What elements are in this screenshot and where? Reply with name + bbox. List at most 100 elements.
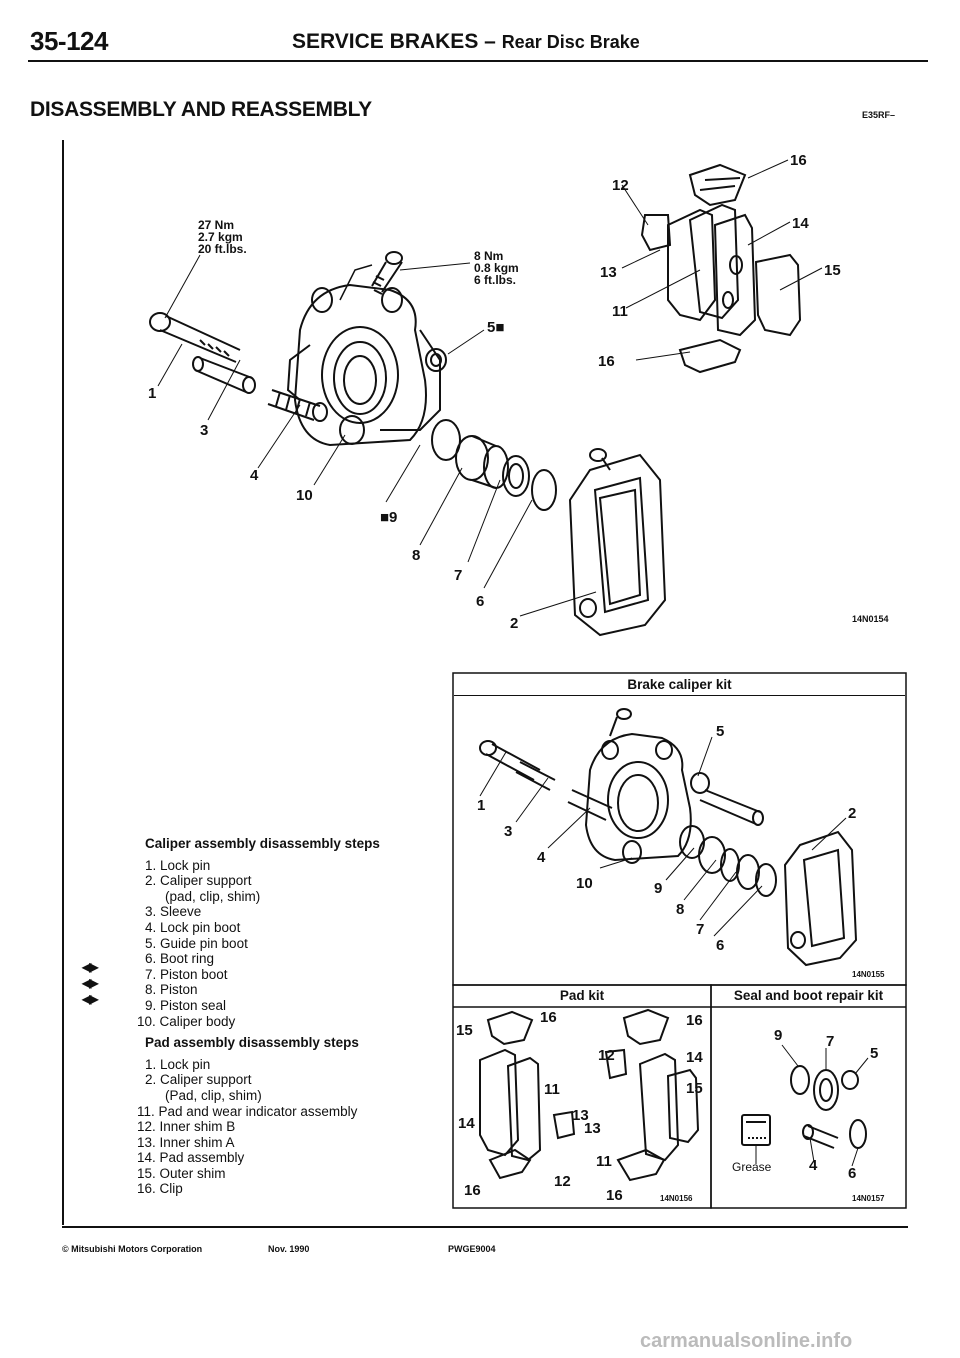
header-rule (28, 60, 928, 62)
figure-id-seal-kit: 14N0157 (852, 1194, 885, 1203)
pad-label-13a: 13 (572, 1107, 589, 1124)
piston-drawing (455, 435, 509, 489)
service-arrow-icon: ◀▶ (82, 960, 99, 974)
section-code: E35RF– (862, 110, 896, 120)
pad-step: 2. Caliper support (145, 1072, 252, 1088)
page-title-main: SERVICE BRAKES – (292, 30, 496, 53)
main-leader-lines (157, 159, 823, 617)
kit-caliper-drawing (584, 708, 692, 864)
label-11: 11 (612, 303, 628, 320)
pad-label-11b: 11 (596, 1153, 612, 1170)
caliper-step: (pad, clip, shim) (165, 888, 261, 904)
pad-label-12b: 12 (554, 1173, 571, 1190)
seal-label-5: 5 (870, 1045, 878, 1062)
page-number: 35-124 (30, 26, 108, 56)
page-title: SERVICE BRAKES – Rear Disc Brake (292, 30, 640, 54)
left-rule (62, 140, 64, 1225)
caliper-steps-heading: Caliper assembly disassembly steps (145, 836, 380, 851)
footer-date: Nov. 1990 (268, 1244, 310, 1254)
seal-label-7: 7 (826, 1033, 834, 1050)
figure-id-caliper-kit: 14N0155 (852, 970, 885, 979)
caliper-step: 3. Sleeve (145, 904, 202, 920)
label-10: 10 (296, 487, 313, 504)
caliper-step: 5. Guide pin boot (145, 935, 248, 951)
kit-label-5: 5 (716, 723, 724, 740)
pad-label-16b: 16 (686, 1012, 703, 1029)
pad-label-14b: 14 (458, 1115, 475, 1132)
label-13: 13 (600, 264, 617, 281)
torque-spec-bleeder: 8 Nm 0.8 kgm 6 ft.lbs. (474, 249, 519, 287)
pad-step: 16. Clip (137, 1181, 183, 1197)
kit-support-drawing (783, 830, 858, 967)
label-12: 12 (612, 177, 629, 194)
pad-step: 14. Pad assembly (137, 1150, 245, 1166)
label-3: 3 (200, 422, 208, 439)
kit-label-8: 8 (676, 901, 684, 918)
caliper-body-drawing (286, 283, 441, 447)
disassembly-steps: Caliper assembly disassembly steps 1. Lo… (137, 836, 445, 1203)
page-title-sub: Rear Disc Brake (501, 32, 640, 52)
pad-label-16c: 16 (464, 1182, 481, 1199)
label-16-bottom: 16 (598, 353, 615, 370)
figure-id-main: 14N0154 (852, 614, 889, 624)
pad-step: 15. Outer shim (137, 1165, 226, 1181)
watermark: carmanualsonline.info (640, 1330, 853, 1352)
caliper-step: 2. Caliper support (145, 873, 252, 889)
piston-seal-drawing (431, 419, 461, 461)
caliper-step: 8. Piston (145, 982, 198, 998)
pad-label-11a: 11 (544, 1081, 560, 1098)
footer-code: PWGE9004 (448, 1244, 496, 1254)
pad-kit-title: Pad kit (559, 988, 605, 1003)
label-16-top: 16 (790, 152, 807, 169)
seal-kit-title: Seal and boot repair kit (733, 988, 884, 1003)
label-5: 5■ (487, 319, 504, 336)
figure-id-pad-kit: 14N0156 (660, 1194, 693, 1203)
bleeder-screw-drawing (371, 251, 403, 295)
caliper-step: 10. Caliper body (137, 1013, 236, 1029)
seal-label-9: 9 (774, 1027, 782, 1044)
service-arrow-icon: ◀▶ (82, 992, 99, 1006)
brake-caliper-kit-title: Brake caliper kit (454, 674, 905, 696)
label-7: 7 (454, 567, 462, 584)
sleeve-drawing (192, 356, 256, 394)
footer-rule (62, 1226, 908, 1228)
grease-label: Grease (732, 1160, 772, 1174)
pad-label-15a: 15 (456, 1022, 473, 1039)
torque-spec-lock-pin: 27 Nm 2.7 kgm 20 ft.lbs. (198, 218, 247, 256)
caliper-support-drawing (568, 448, 667, 637)
guide-pin-boot-drawing (425, 348, 447, 372)
kit-label-6: 6 (716, 937, 724, 954)
padkit-drawing (479, 1008, 700, 1182)
footer-copyright: © Mitsubishi Motors Corporation (62, 1244, 203, 1254)
label-6: 6 (476, 593, 484, 610)
caliper-step: 4. Lock pin boot (145, 919, 241, 935)
kit-leader-lines (479, 736, 847, 937)
brake-caliper-kit-box (452, 672, 907, 986)
sealkit-leader-lines (755, 1044, 869, 1167)
kit-label-3: 3 (504, 823, 512, 840)
caliper-step: 9. Piston seal (145, 997, 227, 1013)
pad-step: 11. Pad and wear indicator assembly (137, 1103, 358, 1119)
seal-label-4: 4 (809, 1157, 818, 1174)
pad-set-drawing (640, 163, 802, 374)
pad-label-15b: 15 (686, 1080, 703, 1097)
kit-pins-drawing (479, 740, 764, 826)
caliper-steps-list: 1. Lock pin 2. Caliper support (pad, cli… (137, 857, 445, 1030)
caliper-step: 7. Piston boot (145, 966, 228, 982)
kit-label-9: 9 (654, 880, 662, 897)
pad-step: 13. Inner shim A (137, 1134, 235, 1150)
pad-steps-list: 1. Lock pin 2. Caliper support (Pad, cli… (137, 1056, 445, 1197)
label-1: 1 (148, 385, 156, 402)
kit-label-7: 7 (696, 921, 704, 938)
seal-kit-box (710, 984, 907, 1209)
caliper-step: 1. Lock pin (145, 857, 211, 873)
kit-label-4: 4 (537, 849, 546, 866)
label-8: 8 (412, 547, 420, 564)
pad-step: 1. Lock pin (145, 1056, 211, 1072)
sealkit-drawing (741, 1065, 867, 1149)
pad-label-13b: 13 (584, 1120, 601, 1137)
label-2: 2 (510, 615, 518, 632)
pad-step: 12. Inner shim B (137, 1119, 236, 1135)
service-arrow-icon: ◀▶ (82, 976, 99, 990)
